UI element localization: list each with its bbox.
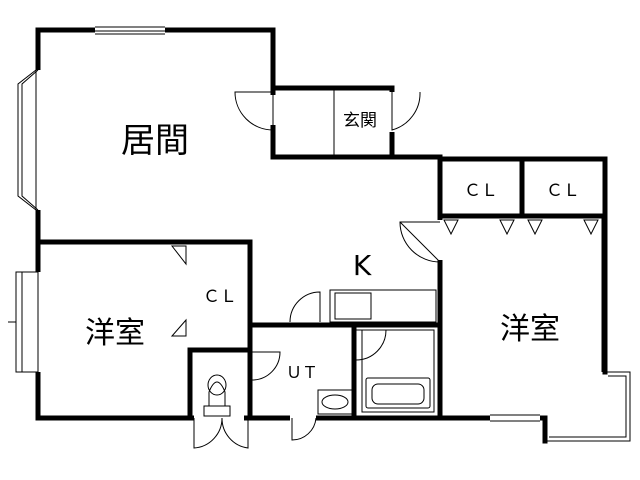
room-label-closet-right-1: ＣＬ — [464, 181, 498, 201]
room-label-kitchen: K — [353, 249, 372, 282]
door-living-room — [90, 241, 190, 337]
door-toilet — [193, 414, 249, 449]
room-label-closet-right-2: ＣＬ — [546, 181, 580, 201]
door-utility — [251, 329, 387, 381]
door-utility-bottom — [290, 414, 317, 441]
room-label-living: 居間 — [121, 121, 189, 161]
bathtub — [361, 329, 435, 413]
door-kitchen-to-room — [399, 220, 444, 263]
room-label-entrance: 玄関 — [343, 111, 377, 131]
bay-window — [545, 371, 631, 442]
washbasin — [317, 389, 353, 415]
closet-door-marks — [443, 219, 599, 236]
door-kitchen-left — [289, 291, 321, 323]
exterior-walls — [35, 27, 608, 444]
kitchen-counter — [329, 289, 437, 323]
room-label-utility: ＵＴ — [286, 363, 318, 382]
room-label-western-left: 洋室 — [85, 316, 145, 351]
entrance-doors — [234, 91, 421, 132]
window-room-right-bottom — [490, 414, 540, 422]
room-label-closet-left: ＣＬ — [203, 287, 237, 307]
window-living-top — [95, 26, 165, 35]
window-room-left — [8, 271, 44, 373]
room-label-western-right: 洋室 — [500, 312, 560, 347]
window-living-left — [17, 69, 44, 211]
toilet — [203, 374, 231, 417]
